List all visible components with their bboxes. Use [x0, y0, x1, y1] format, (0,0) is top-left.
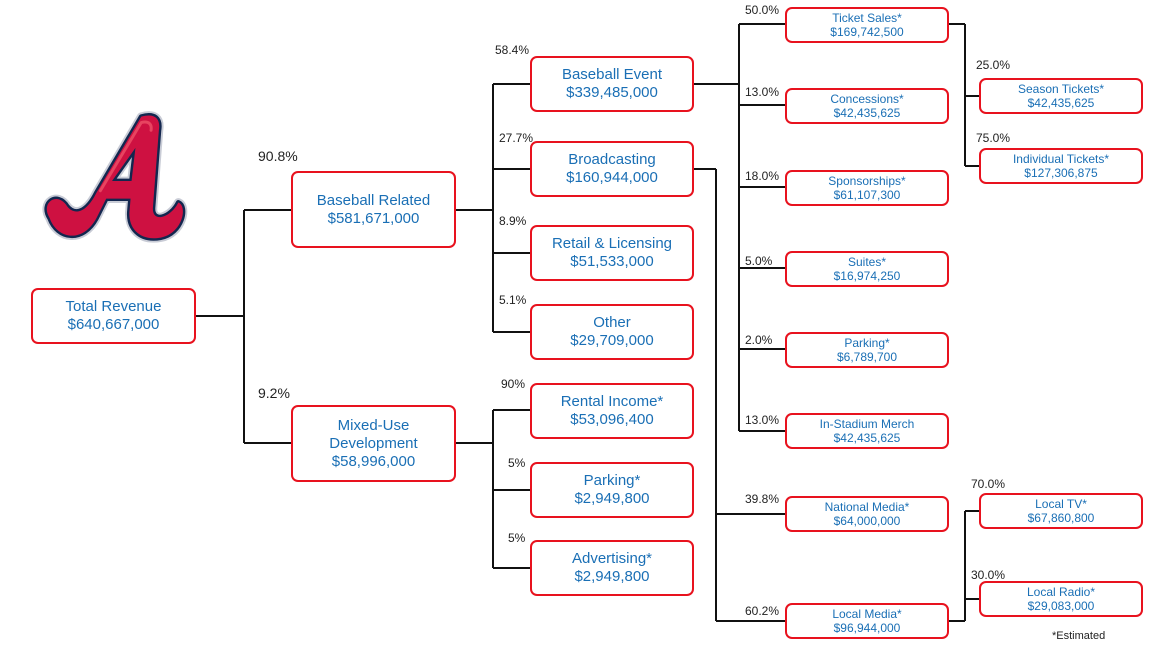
node-label: Suites* [847, 254, 887, 269]
node-label: Baseball Related [316, 191, 431, 209]
node-value: $29,083,000 [1027, 599, 1095, 613]
node-value: $67,860,800 [1027, 511, 1095, 525]
node-value: $64,000,000 [833, 514, 901, 528]
pct-rental-income: 90% [501, 377, 526, 391]
node-local-radio: Local Radio* $29,083,000 [979, 581, 1143, 617]
node-label: Other [593, 314, 631, 331]
node-local-tv: Local TV* $67,860,800 [979, 493, 1143, 529]
pct-parking-mixed: 5% [508, 456, 526, 470]
node-label: Ticket Sales* [832, 10, 902, 25]
node-label: Advertising* [571, 550, 653, 567]
node-label-line2: Development [329, 434, 418, 452]
pct-in-stadium-merch: 13.0% [745, 413, 780, 427]
pct-advertising: 5% [508, 531, 526, 545]
node-individual-tickets: Individual Tickets* $127,306,875 [979, 148, 1143, 184]
pct-retail-licensing: 8.9% [499, 214, 527, 228]
node-label: Local Media* [832, 606, 902, 621]
node-national-media: National Media* $64,000,000 [785, 496, 949, 532]
pct-parking-event: 2.0% [745, 333, 773, 347]
node-mixed-use-development: Mixed-Use Development $58,996,000 [291, 405, 456, 482]
node-sponsorships: Sponsorships* $61,107,300 [785, 170, 949, 206]
node-in-stadium-merch: In-Stadium Merch $42,435,625 [785, 413, 949, 449]
node-value: $169,742,500 [830, 25, 904, 39]
node-value: $6,789,700 [836, 350, 898, 364]
node-label: Retail & Licensing [551, 235, 673, 252]
node-value: $61,107,300 [833, 188, 901, 202]
node-label: Individual Tickets* [1012, 151, 1110, 166]
pct-concessions: 13.0% [745, 85, 780, 99]
node-label-line1: Mixed-Use [337, 416, 410, 434]
node-suites: Suites* $16,974,250 [785, 251, 949, 287]
node-value: $42,435,625 [1027, 96, 1095, 110]
node-label: Total Revenue [65, 298, 162, 315]
node-broadcasting: Broadcasting $160,944,000 [530, 141, 694, 197]
pct-suites: 5.0% [745, 254, 773, 268]
pct-local-radio: 30.0% [971, 568, 1006, 582]
node-value: $2,949,800 [574, 490, 650, 507]
node-baseball-related: Baseball Related $581,671,000 [291, 171, 456, 248]
pct-sponsorships: 18.0% [745, 169, 780, 183]
pct-mixed-use: 9.2% [258, 385, 290, 401]
node-label: Local Radio* [1026, 584, 1096, 599]
node-parking-event: Parking* $6,789,700 [785, 332, 949, 368]
node-advertising: Advertising* $2,949,800 [530, 540, 694, 596]
node-value: $581,671,000 [327, 209, 420, 227]
node-season-tickets: Season Tickets* $42,435,625 [979, 78, 1143, 114]
pct-local-tv: 70.0% [971, 477, 1006, 491]
pct-other: 5.1% [499, 293, 527, 307]
node-value: $2,949,800 [574, 568, 650, 585]
node-value: $127,306,875 [1024, 166, 1098, 180]
node-label: In-Stadium Merch [819, 416, 915, 431]
node-label: Parking* [844, 335, 890, 350]
node-value: $16,974,250 [833, 269, 901, 283]
node-label: Local TV* [1035, 496, 1087, 511]
node-value: $96,944,000 [833, 621, 901, 635]
node-retail-licensing: Retail & Licensing $51,533,000 [530, 225, 694, 281]
pct-baseball-related: 90.8% [258, 148, 298, 164]
pct-local-media: 60.2% [745, 604, 780, 618]
node-value: $339,485,000 [566, 84, 658, 101]
node-local-media: Local Media* $96,944,000 [785, 603, 949, 639]
node-other: Other $29,709,000 [530, 304, 694, 360]
node-label: Parking* [583, 472, 641, 489]
pct-individual-tickets: 75.0% [976, 131, 1011, 145]
node-label: Sponsorships* [828, 173, 906, 188]
pct-ticket-sales: 50.0% [745, 3, 780, 17]
node-value: $42,435,625 [833, 431, 901, 445]
node-label: National Media* [824, 499, 910, 514]
node-parking-mixed: Parking* $2,949,800 [530, 462, 694, 518]
pct-season-tickets: 25.0% [976, 58, 1011, 72]
node-label: Season Tickets* [1017, 81, 1105, 96]
node-total-revenue: Total Revenue $640,667,000 [31, 288, 196, 344]
node-concessions: Concessions* $42,435,625 [785, 88, 949, 124]
pct-baseball-event: 58.4% [495, 43, 530, 57]
node-value: $53,096,400 [570, 411, 654, 428]
node-rental-income: Rental Income* $53,096,400 [530, 383, 694, 439]
pct-national-media: 39.8% [745, 492, 780, 506]
node-value: $29,709,000 [570, 332, 654, 349]
node-baseball-event: Baseball Event $339,485,000 [530, 56, 694, 112]
node-label: Broadcasting [568, 151, 656, 168]
node-label: Rental Income* [560, 393, 664, 410]
node-value: $160,944,000 [566, 169, 658, 186]
node-value: $640,667,000 [67, 316, 160, 333]
node-value: $51,533,000 [570, 253, 654, 270]
node-label: Concessions* [830, 91, 904, 106]
node-label: Baseball Event [561, 66, 663, 83]
pct-broadcasting: 27.7% [499, 131, 534, 145]
braves-a-logo-icon [36, 108, 192, 256]
footnote-estimated: *Estimated [1052, 630, 1106, 642]
node-value: $42,435,625 [833, 106, 901, 120]
node-ticket-sales: Ticket Sales* $169,742,500 [785, 7, 949, 43]
node-value: $58,996,000 [331, 452, 416, 470]
